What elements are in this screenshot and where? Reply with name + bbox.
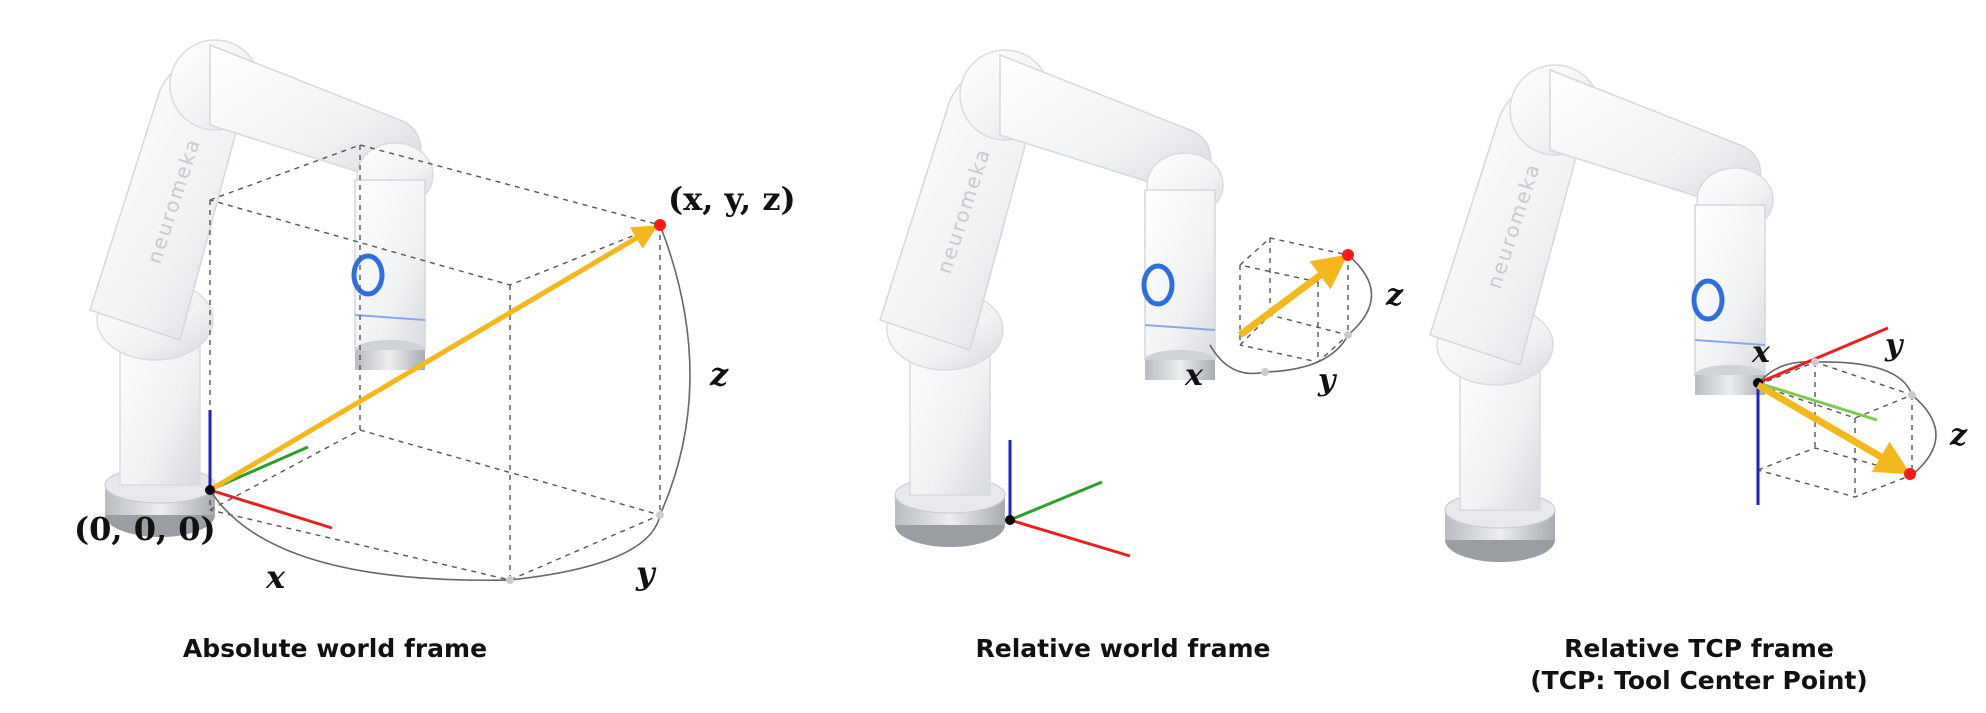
panel-relative-tcp-frame: neuromeka x y z Relative TCP frame (TCP:… (1430, 65, 1968, 695)
caption-relative-tcp-frame-line2: (TCP: Tool Center Point) (1530, 666, 1868, 695)
robot-arm-image (1430, 65, 1773, 562)
caption-relative-world-frame: Relative world frame (976, 634, 1271, 663)
y-label: y (1884, 328, 1905, 363)
z-label: z (1385, 278, 1404, 313)
target-point (654, 219, 666, 231)
z-label: z (709, 355, 729, 393)
x-arc (209, 489, 511, 582)
origin-point (205, 485, 215, 495)
x-axis-line (209, 488, 333, 530)
position-vector (208, 225, 658, 493)
x-axis-line (1757, 326, 1889, 385)
position-vector (1756, 381, 1911, 475)
z-label: z (1949, 418, 1968, 453)
y-arc (1264, 334, 1349, 373)
y-axis-line (1009, 480, 1103, 522)
dashed-box (209, 144, 663, 581)
dashed-box (1239, 237, 1350, 363)
x-corner-point (506, 576, 514, 584)
z-arc (1911, 394, 1937, 476)
y-label: y (635, 554, 657, 592)
panel-relative-world-frame: neuromeka x y z Relative world frame (880, 50, 1404, 663)
z-arc (659, 224, 691, 516)
x-corner-point (1811, 358, 1819, 366)
y-corner-point (1908, 391, 1916, 399)
x-label: x (1751, 335, 1771, 370)
target-point (1342, 249, 1354, 261)
origin-point (1005, 515, 1015, 525)
target-point (1904, 468, 1916, 480)
y-arc (509, 514, 661, 581)
robot-arm-image (880, 50, 1223, 547)
y-corner-point (656, 511, 664, 519)
y-axis-line (1757, 381, 1878, 422)
y-corner-point (1344, 331, 1352, 339)
y-arc (1814, 361, 1913, 396)
x-corner-point (1261, 368, 1269, 376)
target-label: (x, y, z) (668, 180, 796, 218)
origin-label: (0, 0, 0) (74, 510, 216, 548)
x-axis-line (1009, 518, 1131, 558)
x-label: x (265, 558, 286, 596)
panel-absolute-world-frame: neuromeka (0, 0, 0) (x, y, z) x y z (74, 40, 796, 663)
y-label: y (1317, 363, 1338, 398)
caption-relative-tcp-frame: Relative TCP frame (1564, 634, 1834, 663)
x-label: x (1184, 358, 1204, 393)
caption-absolute-world-frame: Absolute world frame (183, 634, 487, 663)
x-arc (1209, 344, 1266, 375)
z-arc (1347, 254, 1373, 336)
position-vector (1237, 254, 1349, 338)
